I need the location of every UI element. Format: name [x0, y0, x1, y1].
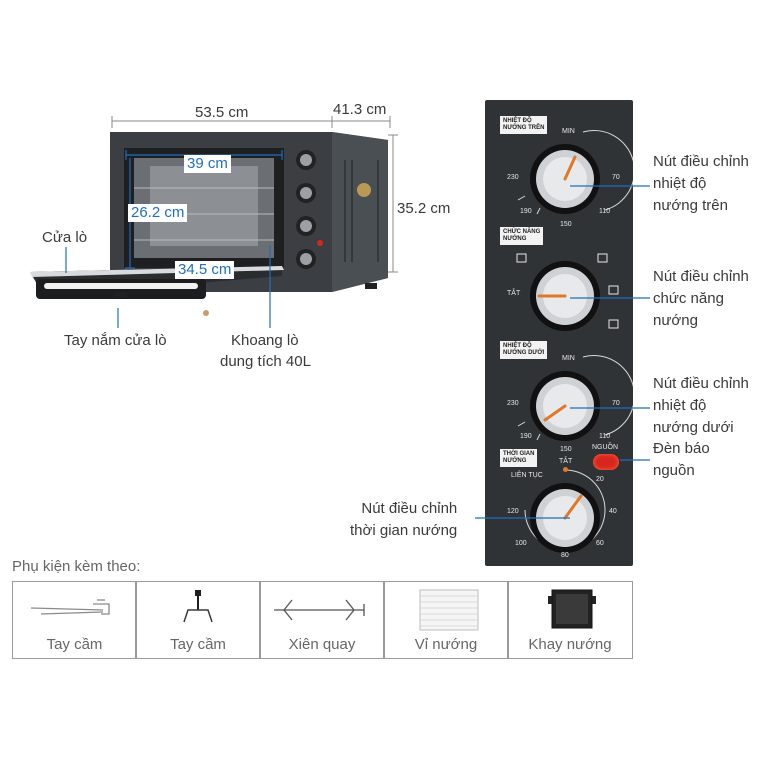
bottom-temp-110: 110 [599, 433, 611, 440]
top-temp-70: 70 [612, 174, 620, 181]
accessory-label: Tay cầm [46, 636, 103, 653]
cavity-height-label: 26.2 cm [128, 204, 188, 222]
rotisserie-handle-icon [183, 590, 213, 623]
top-temp-min: MIN [562, 128, 575, 135]
accessory-label: Khay nướng [528, 636, 612, 653]
accessory-wire-rack: Vỉ nướng [383, 581, 509, 659]
bottom-temp-230: 230 [507, 400, 519, 407]
function-knob[interactable] [529, 260, 601, 332]
timer-off: TẮT [559, 458, 573, 465]
top-temp-110: 110 [599, 208, 611, 215]
accessory-label: Vỉ nướng [414, 636, 478, 653]
accessory-rotisserie-handle: Tay cầm [135, 581, 261, 659]
oven-width-label: 53.5 cm [195, 104, 249, 121]
top-temp-230: 230 [507, 174, 519, 181]
oven-height-label: 35.2 cm [397, 200, 451, 217]
cavity-label: Khoang lò dung tích 40L [220, 330, 311, 372]
accessory-tray-handle: Tay cầm [12, 581, 137, 659]
timer-continuous: LIÊN TỤC [511, 472, 543, 479]
bottom-temp-70: 70 [612, 400, 620, 407]
bottom-temp-150: 150 [560, 446, 572, 453]
timer-120: 120 [507, 508, 519, 515]
timer-40: 40 [609, 508, 617, 515]
power-light [593, 454, 619, 470]
timer-100: 100 [515, 540, 527, 547]
function-mode-icons [516, 253, 619, 329]
timer-knob[interactable] [529, 482, 601, 554]
accessory-label: Xiên quay [288, 636, 356, 653]
cavity-depth-label: 34.5 cm [175, 261, 235, 279]
door-label: Cửa lò [42, 229, 88, 246]
top-temp-190: 190 [520, 208, 532, 215]
wire-rack-icon [419, 589, 479, 631]
bottom-temp-190: 190 [520, 433, 532, 440]
function-off: TẮT [507, 290, 521, 297]
panel-leader-lines [475, 185, 650, 519]
rotisserie-spit-icon [274, 599, 365, 621]
timer-off-dot [563, 467, 568, 472]
tray-handle-icon [30, 599, 110, 615]
oven-depth-label: 41.3 cm [333, 101, 387, 118]
accessories-title: Phụ kiện kèm theo: [12, 558, 141, 575]
cavity-width-label: 39 cm [184, 155, 231, 173]
timer-20: 20 [596, 476, 604, 483]
top-temp-150: 150 [560, 221, 572, 228]
bottom-heat-knob[interactable] [529, 370, 601, 442]
baking-tray-icon [548, 589, 596, 629]
accessory-rotisserie-spit: Xiên quay [259, 581, 385, 659]
cavity-label-line1: Khoang lò [231, 332, 299, 349]
power-label: NGUỒN [592, 444, 619, 451]
handle-label: Tay nắm cửa lò [64, 332, 167, 349]
timer-60: 60 [596, 540, 604, 547]
cavity-label-line2: dung tích 40L [220, 353, 311, 370]
bottom-temp-min: MIN [562, 355, 575, 362]
accessory-label: Tay cầm [170, 636, 226, 653]
accessory-baking-tray: Khay nướng [507, 581, 633, 659]
top-heat-knob[interactable] [529, 143, 601, 215]
timer-80: 80 [561, 552, 569, 559]
